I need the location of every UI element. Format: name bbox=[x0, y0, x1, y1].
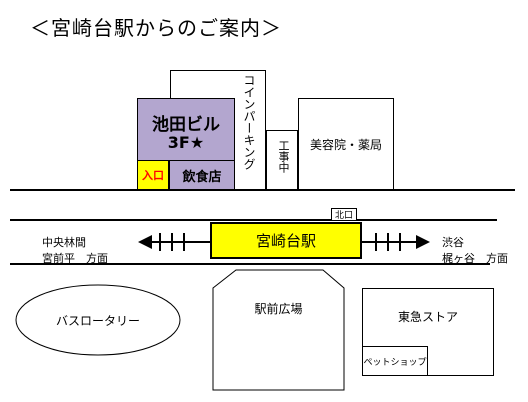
pet-shop-label: ペットショップ bbox=[363, 357, 427, 368]
bus-rotary-label: バスロータリー bbox=[55, 313, 140, 328]
map-title: ＜宮崎台駅からのご案内＞ bbox=[30, 16, 282, 40]
construction-label: 工事中 bbox=[277, 140, 290, 173]
station-plaza-label: 駅前広場 bbox=[254, 301, 303, 316]
pet-shop-box: ペットショップ bbox=[362, 346, 428, 376]
coin-parking-label: コインパーキング bbox=[242, 74, 256, 170]
station-name: 宮崎台駅 bbox=[255, 232, 316, 250]
north-exit-label: 北口 bbox=[334, 211, 353, 221]
entrance-label: 入口 bbox=[142, 169, 164, 182]
north-exit-box: 北口 bbox=[331, 208, 357, 221]
right-arrow-icon bbox=[362, 233, 430, 251]
restaurant-box: 飲食店 bbox=[169, 160, 235, 190]
right-direction-line1: 渋谷 bbox=[442, 236, 464, 249]
bus-rotary-shape bbox=[15, 284, 181, 356]
construction-building bbox=[266, 130, 298, 190]
left-direction-line1: 中央林間 bbox=[42, 236, 86, 249]
entrance-marker: 入口 bbox=[137, 160, 169, 190]
right-direction-line2: 梶ヶ谷 方面 bbox=[442, 252, 508, 265]
station-plaza-shape bbox=[212, 269, 345, 391]
beauty-pharmacy-label: 美容院・薬局 bbox=[309, 137, 382, 152]
left-direction-line2: 宮前平 方面 bbox=[42, 252, 108, 265]
ikeda-building-floor: 3F★ bbox=[167, 132, 205, 152]
restaurant-label: 飲食店 bbox=[182, 169, 222, 185]
station-box: 宮崎台駅 bbox=[210, 222, 362, 259]
beauty-pharmacy-building: 美容院・薬局 bbox=[298, 98, 394, 190]
tokyu-store-label: 東急ストア bbox=[397, 309, 458, 324]
left-arrow-icon bbox=[138, 233, 210, 251]
ikeda-building-name: 池田ビル bbox=[152, 114, 220, 135]
